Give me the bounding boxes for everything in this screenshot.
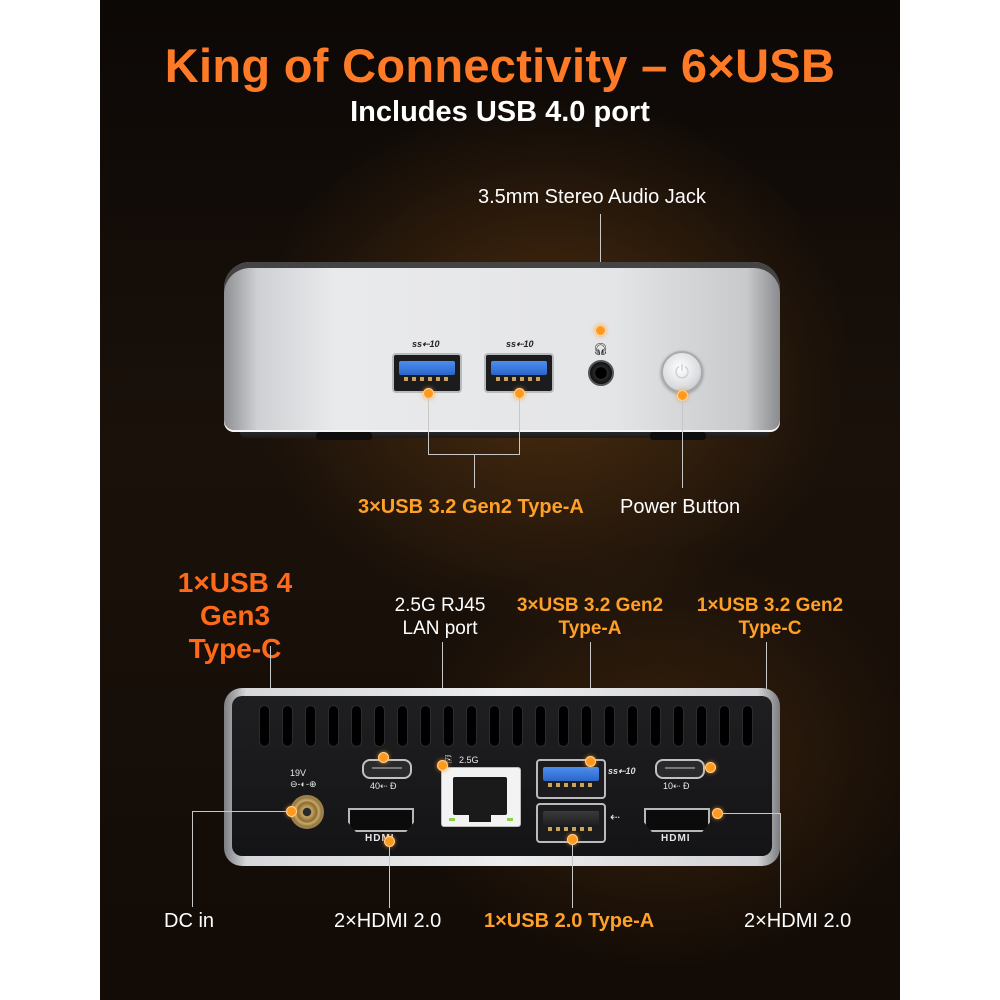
port-marker-usb4 [378, 752, 389, 763]
usb-pins [548, 827, 594, 831]
usb32c-ss-icon: 10⇠ Ð [663, 781, 690, 791]
vent-slot [490, 706, 499, 746]
usb4-label-line1: 1×USB 4 Gen3 [177, 567, 293, 631]
lan-led-right [507, 818, 513, 821]
usb32c-label-line1: 1×USB 3.2 Gen2 [696, 595, 844, 616]
rj45-socket [453, 777, 507, 815]
usb-tongue [491, 361, 547, 375]
usb4-type-c-port [362, 759, 412, 779]
vent-slot [375, 706, 384, 746]
front-usb-a-port-1 [392, 353, 462, 393]
vent-slot [536, 706, 545, 746]
vent-slot [628, 706, 637, 746]
vent-slot [697, 706, 706, 746]
rj45-lan-port [441, 767, 521, 827]
vent-slot [743, 706, 752, 746]
usb4-thunderbolt-icon: 40⇠ Ð [370, 781, 397, 791]
usb20-label: 1×USB 2.0 Type-A [484, 910, 655, 932]
vent-slot [444, 706, 453, 746]
vent-slot [306, 706, 315, 746]
dc-polarity-icon: ⊖-◐-⊕ [290, 779, 317, 789]
usb-trident-icon: ⇠ [610, 810, 621, 824]
vent-slot [283, 706, 292, 746]
hdmi-right-label: 2×HDMI 2.0 [744, 910, 852, 932]
power-button-label: Power Button [620, 496, 741, 518]
hdmi-right-leader-h [722, 813, 780, 814]
vent-slot [674, 706, 683, 746]
usb-a-leader-1 [428, 398, 429, 454]
hdmi-logo-left: HDMI [365, 833, 395, 844]
port-marker-lan [437, 760, 448, 771]
usb-tongue [399, 361, 455, 375]
usb-a-leader-2 [519, 398, 520, 454]
vent-slot [582, 706, 591, 746]
vent-slot [421, 706, 430, 746]
hdmi-port-right [644, 808, 710, 832]
usb32a-label-line1: 3×USB 3.2 Gen2 [516, 595, 664, 616]
port-marker-rear-usb32-a [585, 756, 596, 767]
vent-slot [329, 706, 338, 746]
vent-slot [398, 706, 407, 746]
usb4-label-line2: Type-C [188, 633, 282, 664]
top-device-foot-right [650, 432, 706, 440]
lan-label: 2.5G RJ45 LAN port [384, 594, 496, 640]
usb4-label: 1×USB 4 Gen3 Type-C [150, 566, 320, 665]
rj45-latch [469, 812, 491, 822]
dc-leader-h [192, 811, 288, 812]
port-marker-usb32-c [705, 762, 716, 773]
vent-slot [720, 706, 729, 746]
page-title: King of Connectivity – 6×USB [164, 39, 836, 92]
hdmi-right-leader-v [780, 813, 781, 908]
vent-slot [559, 706, 568, 746]
lan-icon: ⎘ [445, 754, 453, 764]
hdmi-left-label: 2×HDMI 2.0 [334, 910, 442, 932]
vent-slot [260, 706, 269, 746]
usb4-leader-v1 [270, 646, 271, 702]
usb-pins [548, 783, 594, 787]
usb-ss-logo-right: ss⇠10 [506, 339, 534, 349]
front-usb-a-port-2 [484, 353, 554, 393]
vent-slot [605, 706, 614, 746]
lan-label-line2: LAN port [402, 618, 478, 639]
usb-pins [404, 377, 450, 381]
vent-slot [467, 706, 476, 746]
hdmi-logo-right: HDMI [661, 833, 691, 844]
product-panel: King of Connectivity – 6×USB Includes US… [100, 0, 900, 1000]
rear-usb32-a-port [536, 759, 606, 799]
lan-led-left [449, 818, 455, 821]
usb-ss-logo-rear: ss⇠10 [608, 766, 636, 776]
vent-slot [513, 706, 522, 746]
usb32a-rear-label: 3×USB 3.2 Gen2 Type-A [504, 594, 676, 640]
usb-tongue [543, 811, 599, 825]
usb-a-bracket-stem [474, 454, 475, 488]
hdmi-port-left [348, 808, 414, 832]
usb-pins [496, 377, 542, 381]
dc-voltage: 19V [290, 768, 307, 778]
dc-leader-v [192, 811, 193, 907]
headphone-icon: 🎧︎ [593, 342, 609, 356]
dc-in-label: DC in [164, 910, 215, 932]
audio-jack-label: 3.5mm Stereo Audio Jack [478, 186, 706, 208]
port-marker-audio-jack [595, 325, 606, 336]
usb-tongue [543, 767, 599, 781]
lan-label-line1: 2.5G RJ45 [394, 595, 486, 616]
audio-jack [588, 360, 614, 386]
usb32-type-c-port [655, 759, 705, 779]
lan-speed: 2.5G [459, 755, 479, 765]
usb32c-label-line2: Type-C [738, 618, 802, 639]
top-device-foot-left [316, 432, 372, 440]
power-button[interactable]: ⏻ [661, 351, 703, 393]
usb20-leader [572, 844, 573, 908]
vent-slot [651, 706, 660, 746]
power-leader [682, 400, 683, 488]
usb-a-front-label: 3×USB 3.2 Gen2 Type-A [358, 496, 584, 518]
usb-ss-logo-left: ss⇠10 [412, 339, 440, 349]
page-subtitle: Includes USB 4.0 port [350, 96, 650, 128]
hdmi-left-leader [389, 846, 390, 908]
usb32c-label: 1×USB 3.2 Gen2 Type-C [684, 594, 856, 640]
mini-pc-front [224, 262, 780, 432]
vent-slot [352, 706, 361, 746]
usb32a-label-line2: Type-A [558, 618, 622, 639]
